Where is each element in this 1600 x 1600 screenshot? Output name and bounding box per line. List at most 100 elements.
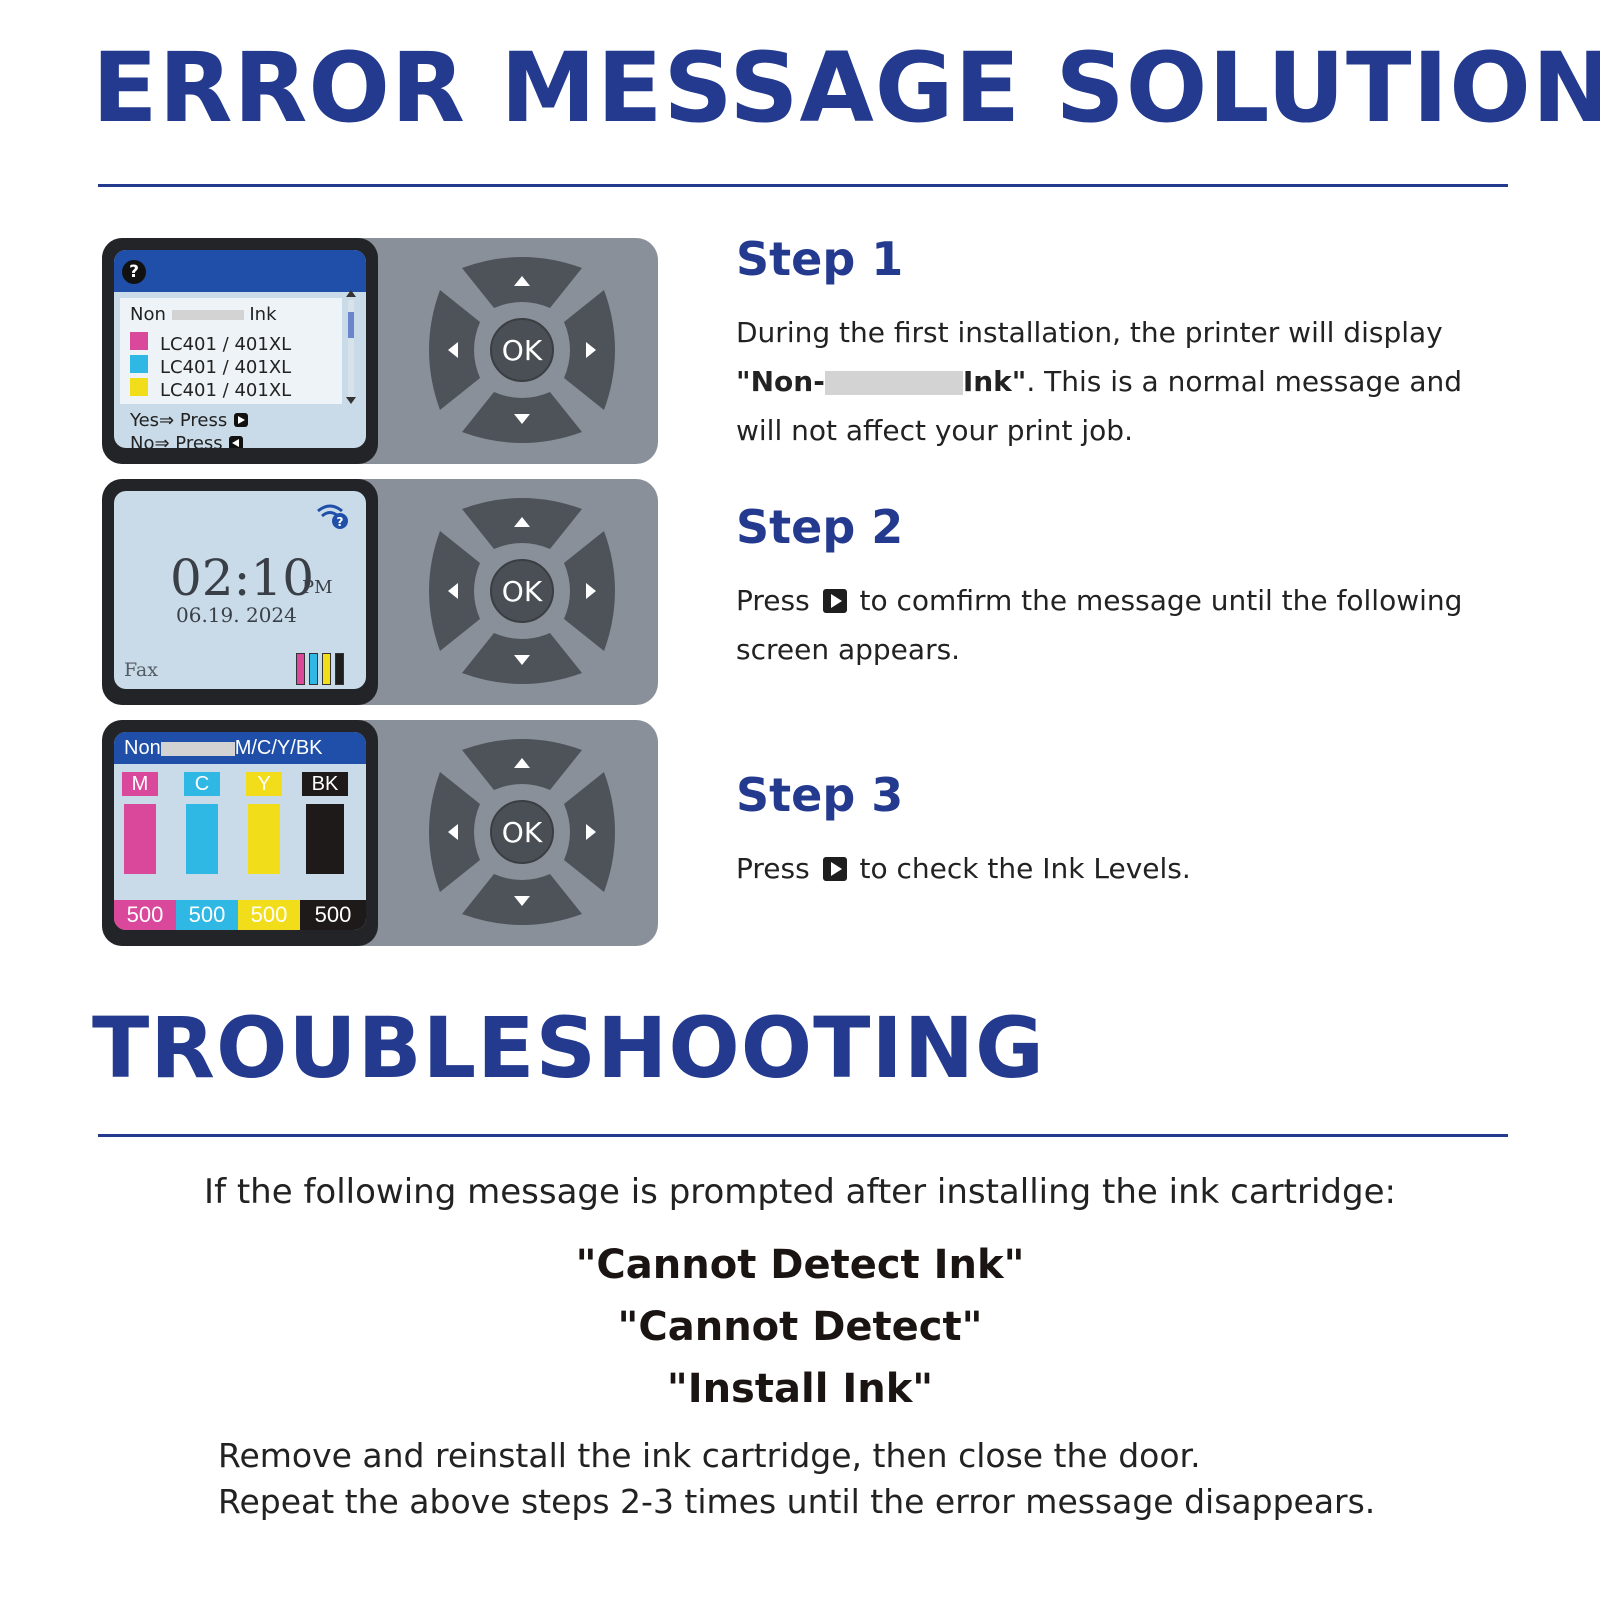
question-icon: ? xyxy=(122,260,146,284)
step-3-text-a: Press xyxy=(736,852,810,885)
step-1-bold-left: "Non- xyxy=(736,365,825,398)
ink-indicator-yellow xyxy=(322,653,331,685)
left-arrow-icon xyxy=(448,583,458,599)
printer-panel-2: ? 02:10 PM 06.19. 2024 Fax OK xyxy=(102,479,658,705)
printer-panel-1: ? Non Ink LC401 / 401XL LC401 / 401XL LC… xyxy=(102,238,658,464)
up-arrow-icon xyxy=(514,758,530,768)
error-message: "Install Ink" xyxy=(666,1366,934,1412)
redacted-bar xyxy=(171,310,244,320)
no-line: No⇒ Press xyxy=(130,433,244,448)
ink-indicator-cyan xyxy=(309,653,318,685)
step-2-title: Step 2 xyxy=(736,500,904,554)
up-arrow-icon xyxy=(514,276,530,286)
header-right: M/C/Y/BK xyxy=(234,737,323,759)
dpad-arrows xyxy=(429,739,615,925)
page-title: ERROR MESSAGE SOLUTION xyxy=(92,32,1600,144)
title-divider xyxy=(98,184,1508,187)
lcd-display-2: ? 02:10 PM 06.19. 2024 Fax xyxy=(114,491,366,689)
step-2-text-a: Press xyxy=(736,584,810,617)
up-arrow-icon xyxy=(514,517,530,527)
svg-text:?: ? xyxy=(337,515,344,529)
left-arrow-icon xyxy=(448,824,458,840)
dpad-1: OK xyxy=(422,250,622,450)
screen-title-right: Ink xyxy=(249,304,277,325)
screen-title: Non Ink xyxy=(130,304,277,325)
step-1-title: Step 1 xyxy=(736,232,904,286)
troubleshooting-title: TROUBLESHOOTING xyxy=(92,999,1045,1097)
header-left: Non xyxy=(124,737,161,759)
right-button-icon xyxy=(233,413,248,427)
cyan-swatch xyxy=(130,355,148,373)
dpad-arrows xyxy=(429,498,615,684)
level-cyan: 500 xyxy=(176,900,238,930)
ok-button[interactable]: OK xyxy=(490,800,554,864)
troubleshooting-line-2: Repeat the above steps 2-3 times until t… xyxy=(218,1482,1376,1521)
tag-yellow: Y xyxy=(246,772,282,796)
ink-bar-black xyxy=(306,804,344,874)
screen-header xyxy=(114,250,366,292)
ok-button[interactable]: OK xyxy=(490,559,554,623)
step-3-title: Step 3 xyxy=(736,768,904,822)
magenta-swatch xyxy=(130,332,148,350)
troubleshooting-divider xyxy=(98,1134,1508,1137)
level-yellow: 500 xyxy=(238,900,300,930)
troubleshooting-line-1: Remove and reinstall the ink cartridge, … xyxy=(218,1436,1201,1475)
left-arrow-icon xyxy=(448,342,458,358)
right-arrow-icon xyxy=(586,824,596,840)
step-2-text-b: to comfirm the message until the followi… xyxy=(736,584,1463,666)
error-message: "Cannot Detect" xyxy=(617,1304,983,1350)
scroll-down-icon xyxy=(346,397,356,404)
tag-cyan: C xyxy=(184,772,220,796)
ink-indicator-magenta xyxy=(296,653,305,685)
redacted-bar xyxy=(824,371,963,395)
level-magenta: 500 xyxy=(114,900,176,930)
down-arrow-icon xyxy=(514,655,530,665)
step-3-text-b: to check the Ink Levels. xyxy=(859,852,1191,885)
step-3-text: Press to check the Ink Levels. xyxy=(736,844,1476,893)
printer-screen-2: ? 02:10 PM 06.19. 2024 Fax xyxy=(102,479,378,705)
scroll-up-icon xyxy=(346,290,356,297)
printer-screen-1: ? Non Ink LC401 / 401XL LC401 / 401XL LC… xyxy=(102,238,378,464)
ink-screen-header: Non M/C/Y/BK xyxy=(114,732,366,764)
yes-line: Yes⇒ Press xyxy=(130,410,249,431)
step-2-text: Press to comfirm the message until the f… xyxy=(736,576,1476,674)
redacted-bar xyxy=(160,741,235,756)
mode-label: Fax xyxy=(124,659,158,681)
yellow-swatch xyxy=(130,378,148,396)
list-item: LC401 / 401XL xyxy=(160,357,292,378)
dpad-3: OK xyxy=(422,732,622,932)
down-arrow-icon xyxy=(514,896,530,906)
scrollbar-track xyxy=(348,300,354,400)
troubleshooting-intro: If the following message is prompted aft… xyxy=(204,1172,1396,1212)
right-button-icon xyxy=(822,589,847,613)
ink-bar-magenta xyxy=(124,804,156,874)
step-1-text-b: . This is a normal message and will not … xyxy=(736,365,1463,447)
right-arrow-icon xyxy=(586,342,596,358)
ink-bar-yellow xyxy=(248,804,280,874)
left-button-icon xyxy=(229,436,244,448)
step-1-text: During the first installation, the print… xyxy=(736,308,1476,455)
scrollbar-thumb xyxy=(348,312,354,338)
clock-time: 02:10 xyxy=(170,549,315,607)
ink-indicator-black xyxy=(335,653,344,685)
tag-magenta: M xyxy=(122,772,158,796)
no-text: No⇒ Press xyxy=(130,433,223,448)
tag-black: BK xyxy=(302,772,348,796)
wifi-help-icon: ? xyxy=(317,504,348,529)
yes-text: Yes⇒ Press xyxy=(130,410,228,431)
lcd-display-1: ? Non Ink LC401 / 401XL LC401 / 401XL LC… xyxy=(114,250,366,448)
screen-title-left: Non xyxy=(130,304,166,325)
step-1-bold-right: Ink" xyxy=(962,365,1027,398)
clock-date: 06.19. 2024 xyxy=(176,603,297,627)
dpad-2: OK xyxy=(422,491,622,691)
list-item: LC401 / 401XL xyxy=(160,334,292,355)
ok-button[interactable]: OK xyxy=(490,318,554,382)
right-button-icon xyxy=(822,857,847,881)
down-arrow-icon xyxy=(514,414,530,424)
error-message: "Cannot Detect Ink" xyxy=(575,1242,1025,1288)
list-item: LC401 / 401XL xyxy=(160,380,292,401)
ink-bar-cyan xyxy=(186,804,218,874)
